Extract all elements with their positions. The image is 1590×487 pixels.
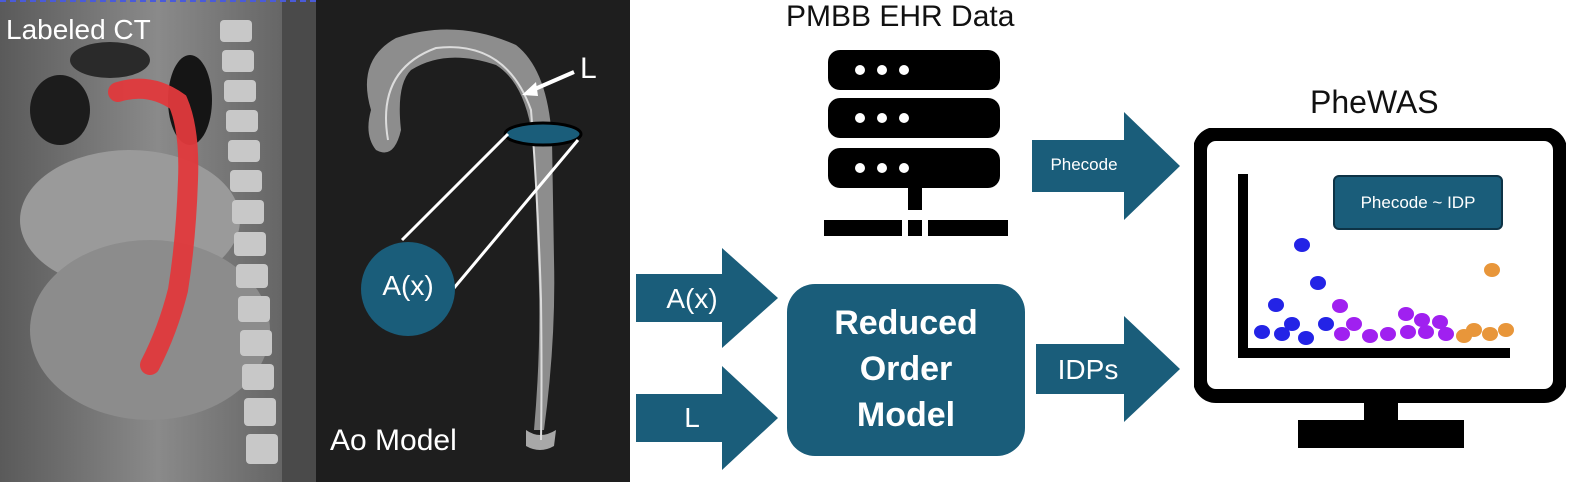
aorta-3d-model [361,29,583,450]
ao-model-label: Ao Model [330,424,457,457]
database-server-icon [824,50,1008,236]
rom-line-2: Order [859,350,953,388]
phecode-arrow [1032,112,1180,220]
top-dashed-border [0,0,316,2]
phecode-idp-formula: Phecode ~ IDP [1360,192,1476,212]
phecode-arrow-label: Phecode [1050,155,1118,174]
rom-line-1: Reduced [834,304,978,342]
ehr-title: PMBB EHR Data [786,0,1015,33]
phewas-title: PheWAS [1310,84,1439,120]
ct-panel-label: Labeled CT [6,14,151,45]
reduced-order-model-box: Reduced Order Model [787,284,1025,456]
ct-panel: Labeled CT [0,0,316,482]
rom-line-3: Model [856,396,956,434]
length-input-arrow [636,366,778,470]
ao-model-panel: L A(x) Ao Model [316,0,630,482]
length-input-label: L [684,402,700,433]
idps-arrow-label: IDPs [1057,354,1119,385]
length-label: L [580,52,597,85]
idps-arrow [1036,316,1180,422]
area-input-arrow [636,248,778,348]
ct-scan-image [0,0,316,482]
phewas-scatter-points [1254,238,1514,345]
area-label: A(x) [382,270,434,301]
phecode-idp-formula-box: Phecode ~ IDP [1333,175,1503,230]
area-input-label: A(x) [666,283,718,314]
